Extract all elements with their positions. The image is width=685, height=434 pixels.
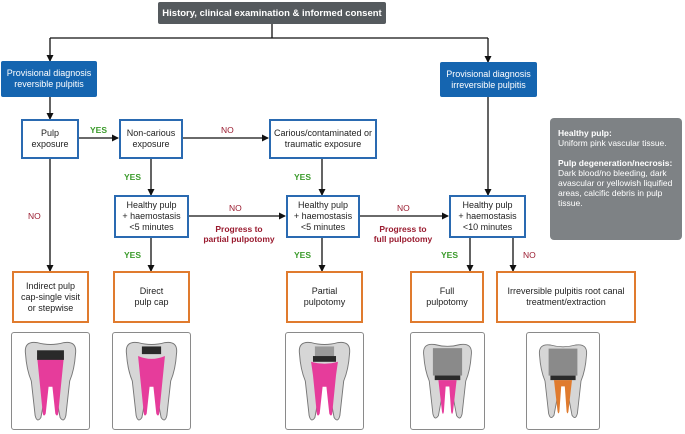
- tooth-full-pulpotomy-icon: [410, 332, 485, 430]
- info-degen-title: Pulp degeneration/necrosis:: [558, 158, 673, 168]
- tooth-indirect-cap-icon: [11, 332, 90, 430]
- info-panel: Healthy pulp: Uniform pink vascular tiss…: [550, 118, 682, 240]
- info-degen-text: Dark blood/no bleeding, dark avascular o…: [558, 168, 673, 208]
- outcome-indirect-pulp-cap: Indirect pulp cap-single visit or stepwi…: [12, 271, 89, 323]
- header-box: History, clinical examination & informed…: [158, 2, 386, 24]
- node-carious-exposure: Carious/contaminated or traumatic exposu…: [269, 119, 377, 159]
- info-healthy-text: Uniform pink vascular tissue.: [558, 138, 667, 148]
- node-healthy-10min: Healthy pulp + haemostasis <10 minutes: [449, 195, 526, 238]
- diagnosis-reversible: Provisional diagnosis reversible pulpiti…: [1, 61, 97, 97]
- outcome-partial-pulpotomy: Partial pulpotomy: [286, 271, 363, 323]
- node-non-carious-exposure: Non-carious exposure: [119, 119, 183, 159]
- label-progress-full: Progress to full pulpotomy: [373, 224, 433, 244]
- label-yes-healthy5b: YES: [294, 250, 312, 260]
- label-progress-partial: Progress to partial pulpotomy: [203, 224, 275, 244]
- label-no-healthy5b: NO: [397, 203, 410, 213]
- tooth-direct-cap-icon: [112, 332, 191, 430]
- label-yes-noncarious: YES: [124, 172, 142, 182]
- label-no-indirect: NO: [28, 211, 41, 221]
- label-yes-healthy5a: YES: [124, 250, 142, 260]
- label-yes-carious: YES: [294, 172, 312, 182]
- label-yes-healthy10: YES: [441, 250, 459, 260]
- label-yes-exposure: YES: [90, 125, 108, 135]
- info-healthy-title: Healthy pulp:: [558, 128, 612, 138]
- diagnosis-irreversible: Provisional diagnosis irreversible pulpi…: [440, 62, 537, 97]
- label-no-noncarious: NO: [221, 125, 234, 135]
- outcome-full-pulpotomy: Full pulpotomy: [410, 271, 484, 323]
- outcome-direct-pulp-cap: Direct pulp cap: [113, 271, 190, 323]
- node-healthy-5min-a: Healthy pulp + haemostasis <5 minutes: [114, 195, 189, 238]
- node-pulp-exposure: Pulp exposure: [21, 119, 79, 159]
- tooth-root-canal-icon: [526, 332, 600, 430]
- outcome-irreversible-pulpitis: Irreversible pulpitis root canal treatme…: [496, 271, 636, 323]
- node-healthy-5min-b: Healthy pulp + haemostasis <5 minutes: [286, 195, 360, 238]
- label-no-healthy10: NO: [523, 250, 536, 260]
- label-no-healthy5a: NO: [229, 203, 242, 213]
- tooth-partial-pulpotomy-icon: [285, 332, 364, 430]
